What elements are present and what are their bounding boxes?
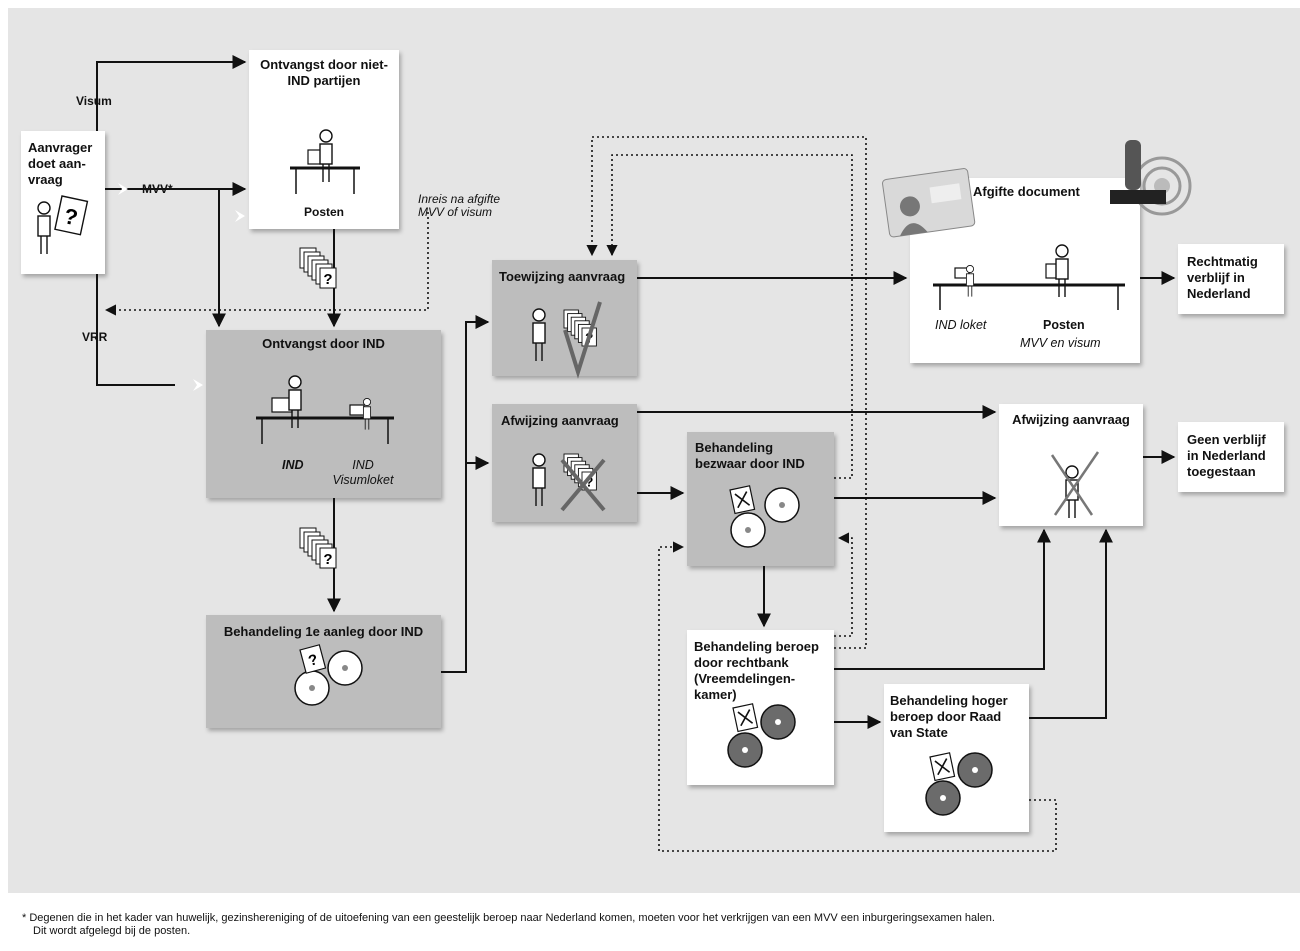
box-geen-verblijf-title: Geen verblijf in Nederland toegestaan: [1187, 432, 1266, 479]
box-behandeling-1e-aanleg: Behandeling 1e aanleg door IND: [206, 615, 441, 728]
ind-label: IND: [282, 458, 304, 472]
person-icon-small: [362, 397, 372, 431]
person-icon-small: [965, 264, 975, 298]
person-icon: [37, 201, 51, 255]
box-beroep-title: Behandeling beroep door rechtbank (Vreem…: [694, 639, 819, 702]
box-bezwaar: Behandeling bezwaar door IND: [687, 432, 834, 566]
box-behandeling-1e-aanleg-title: Behandeling 1e aanleg door IND: [223, 624, 424, 639]
arrow-visum: [96, 55, 247, 131]
entry-chevrons: [118, 183, 245, 391]
box-ontvangst-ind-title: Ontvangst door IND: [262, 336, 385, 351]
box-bezwaar-title: Behandeling bezwaar door IND: [695, 440, 805, 471]
box-rechtmatig-title: Rechtmatig verblijf in Nederland: [1187, 254, 1258, 301]
arrow-hoger-feedback: [658, 541, 1057, 852]
label-inreis: Inreis na afgifte MVV of visum: [418, 192, 501, 219]
box-rechtmatig-verblijf: Rechtmatig verblijf in Nederland: [1178, 244, 1284, 314]
posten-label: Posten: [303, 205, 344, 219]
box-afwijzing-eind-title: Afwijzing aanvraag: [1012, 412, 1130, 427]
arrow-hoger-to-eind: [1029, 528, 1113, 719]
gear-icon: [760, 704, 796, 740]
person-icon: [1055, 244, 1069, 298]
gear-icon: [764, 487, 800, 523]
gear-icon: [957, 752, 993, 788]
gear-icon: [925, 780, 961, 816]
document-question-icon: ?: [54, 195, 89, 236]
box-aanvrager-title: Aanvrager doet aan-vraag: [28, 140, 93, 187]
arrow-bezwaar-feedback: [606, 154, 853, 479]
arrow-beroep-to-eind: [834, 528, 1051, 670]
person-icon: [319, 129, 333, 183]
person-icon: [288, 375, 302, 429]
gear-icon: [727, 732, 763, 768]
box-afwijzing-title: Afwijzing aanvraag: [501, 413, 619, 428]
document-x-icon: [929, 752, 956, 782]
box-geen-verblijf: Geen verblijf in Nederland toegestaan: [1178, 422, 1284, 492]
arrow-beroep-to-bezwaar: [834, 532, 853, 637]
document-stack-icon: [299, 527, 337, 569]
cross-mark-icon: [1050, 451, 1100, 516]
document-question-icon: ?: [299, 644, 327, 674]
arrow-inreis: [104, 212, 429, 316]
sad-person-icon: [532, 453, 546, 507]
desk-icon: [933, 263, 1125, 310]
box-beroep: Behandeling beroep door rechtbank (Vreem…: [687, 630, 834, 785]
box-afwijzing-eind: Afwijzing aanvraag: [999, 404, 1143, 526]
svg-text:?: ?: [62, 203, 80, 230]
box-hoger-beroep-title: Behandeling hoger beroep door Raad van S…: [890, 693, 1008, 740]
box-ontvangst-niet-ind-title: Ontvangst door niet-IND partijen: [260, 57, 388, 88]
stamp-icon: [1110, 140, 1192, 216]
gear-icon: [730, 512, 766, 548]
ind-visumloket-label: IND Visumloket: [332, 458, 394, 487]
afgifte-posten-label: Posten: [1043, 318, 1085, 332]
label-vrr: VRR: [82, 330, 108, 344]
footnote: * Degenen die in het kader van huwelijk,…: [22, 912, 1292, 938]
desk-icon: [256, 397, 394, 444]
footnote-line-1: * Degenen die in het kader van huwelijk,…: [22, 912, 995, 924]
arrow-to-toewijzing: [441, 315, 490, 673]
box-toewijzing-title: Toewijzing aanvraag: [499, 269, 626, 284]
document-x-icon: [732, 703, 759, 733]
document-x-icon: [729, 485, 756, 515]
label-visum: Visum: [76, 94, 112, 108]
cross-mark-icon: [560, 458, 606, 512]
footnote-line-2: Dit wordt afgelegd bij de posten.: [33, 925, 191, 937]
svg-text:?: ?: [307, 651, 320, 670]
gear-icon: [327, 650, 363, 686]
gear-icon: [294, 670, 330, 706]
box-ontvangst-ind: Ontvangst door IND IND IND Visumloket: [206, 330, 441, 498]
document-stack-icon: [299, 247, 337, 289]
ind-loket-label: IND loket: [935, 318, 987, 332]
mvv-en-visum-label: MVV en visum: [1020, 336, 1101, 350]
arrow-beroep-feedback: [586, 136, 867, 649]
box-afgifte-title: Afgifte document: [973, 184, 1080, 199]
check-mark-icon: [563, 301, 602, 379]
arrow-vrr: [96, 274, 175, 386]
id-card-icon: [882, 168, 976, 238]
happy-person-icon: [532, 308, 546, 362]
